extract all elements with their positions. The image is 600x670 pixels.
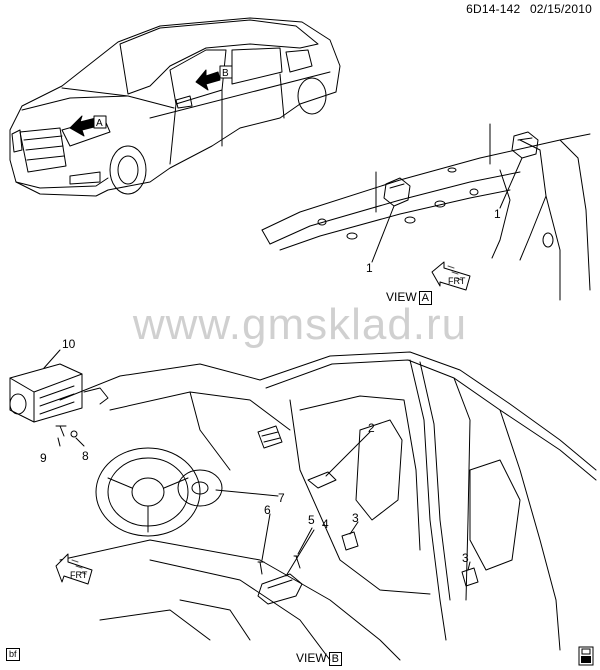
callout-9: 9 bbox=[40, 451, 47, 465]
callout-5: 5 bbox=[308, 513, 315, 527]
view-b-prefix: VIEW bbox=[296, 651, 327, 665]
diagram-header: 6D14-142 02/15/2010 bbox=[460, 2, 592, 16]
view-a-prefix: VIEW bbox=[386, 290, 417, 304]
car-marker-b: B bbox=[222, 68, 229, 79]
callout-3-left: 3 bbox=[352, 511, 359, 525]
front-arrow-label-top: FRT bbox=[448, 276, 466, 286]
car-marker-a: A bbox=[96, 118, 103, 129]
callout-1-right: 1 bbox=[494, 207, 501, 221]
car-overview bbox=[9, 17, 341, 197]
callout-1-left: 1 bbox=[366, 261, 373, 275]
diagram-code: 6D14-142 bbox=[466, 2, 521, 16]
callout-6: 6 bbox=[264, 503, 271, 517]
document-icon bbox=[578, 646, 594, 666]
callout-4: 4 bbox=[322, 517, 329, 531]
callout-10: 10 bbox=[62, 337, 76, 351]
callout-2: 2 bbox=[368, 421, 375, 435]
front-arrow-label-bottom: FRT bbox=[70, 570, 88, 580]
view-a-letter: A bbox=[418, 291, 433, 305]
footer-tag: bf bbox=[6, 648, 20, 661]
view-a-detail bbox=[261, 123, 591, 301]
view-b-letter: B bbox=[328, 652, 343, 666]
callout-7: 7 bbox=[278, 491, 285, 505]
callout-3-right: 3 bbox=[462, 551, 469, 565]
view-b-detail bbox=[9, 349, 597, 661]
watermark: www.gmsklad.ru bbox=[132, 300, 468, 349]
diagram-date: 02/15/2010 bbox=[529, 2, 592, 16]
callout-8: 8 bbox=[82, 449, 89, 463]
